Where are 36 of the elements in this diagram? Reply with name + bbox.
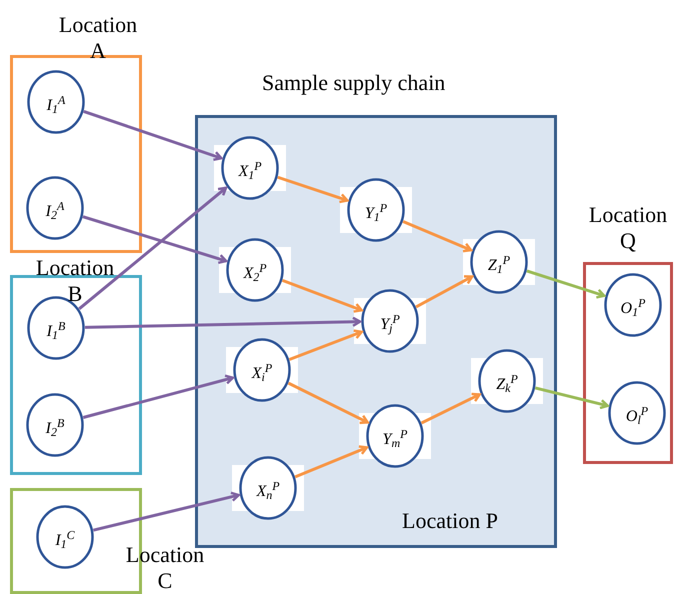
arrow [534,386,609,410]
arrow [288,329,363,361]
node-circle [233,338,291,402]
arrow [526,270,606,299]
arrow [420,392,481,424]
arrow [288,382,369,424]
arrow [92,492,240,532]
arrow [415,275,474,308]
arrow [78,186,228,310]
node-circle [361,289,419,353]
node-circle [608,381,666,445]
arrow [277,176,349,204]
arrow [82,374,234,419]
node-circle [478,349,536,413]
arrow [402,220,472,252]
node-circle [221,136,279,200]
node-circle [36,505,94,569]
arrow [294,445,368,478]
arrow [82,215,228,264]
node-circle [26,176,84,240]
arrow [282,278,363,313]
diagram-title: Sample supply chain [262,70,446,96]
node-circle [239,456,297,520]
node-circle [226,238,284,302]
arrow [83,110,223,162]
arrow [84,316,362,329]
location-label: Location Q [588,202,668,254]
location-box [195,115,557,548]
node-circle [347,178,405,242]
node-circle [366,404,424,468]
location-label: Location B [34,255,116,307]
node-circle [604,273,662,337]
node-circle [26,393,84,457]
location-label: Location P [401,508,499,534]
node-circle [470,230,528,294]
node-circle [27,70,85,134]
